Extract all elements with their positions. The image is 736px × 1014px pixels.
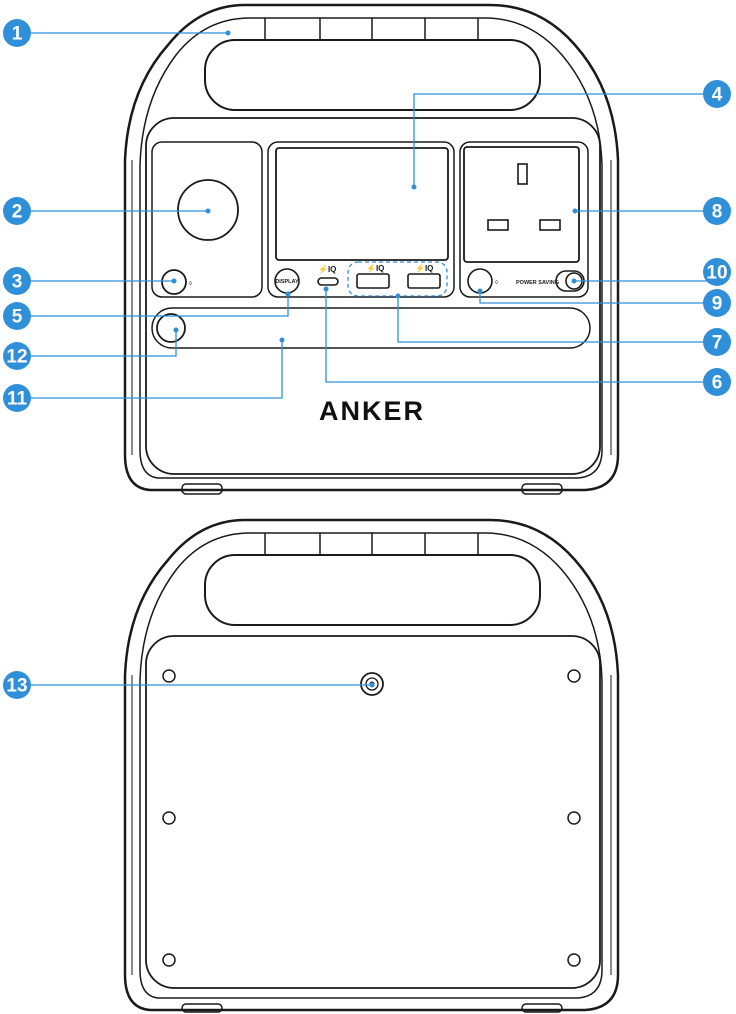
svg-text:12: 12 xyxy=(6,347,27,368)
svg-text:1: 1 xyxy=(12,24,23,45)
svg-text:6: 6 xyxy=(712,373,723,394)
front-panel xyxy=(145,117,601,475)
callout-badge-6: 6 xyxy=(703,368,731,396)
callout-badge-10: 10 xyxy=(703,258,731,286)
front-foot-left xyxy=(181,483,223,495)
usb-c-port xyxy=(317,277,339,286)
svg-text:11: 11 xyxy=(7,389,28,410)
power-saving-label: POWER SAVING xyxy=(516,280,559,286)
usb-a2-label: ⚡IQ xyxy=(415,263,433,273)
callout-badge-9: 9 xyxy=(703,289,731,317)
handle-opening xyxy=(204,39,541,111)
usb-a2-port xyxy=(407,273,441,289)
svg-text:13: 13 xyxy=(6,676,27,697)
back-body-outline xyxy=(123,518,620,1012)
back-panel xyxy=(145,635,601,989)
back-foot-right xyxy=(521,1003,563,1013)
callout-badge-4: 4 xyxy=(703,80,731,108)
display-button-label: DISPLAY xyxy=(275,279,299,285)
callout-badge-13: 13 xyxy=(3,671,31,699)
car-output-port xyxy=(177,179,239,241)
callout-badge-3: 3 xyxy=(3,267,31,295)
callout-badge-8: 8 xyxy=(703,197,731,225)
ac-icon: ♢ xyxy=(494,279,499,286)
callout-badge-2: 2 xyxy=(3,197,31,225)
svg-text:9: 9 xyxy=(712,294,723,315)
callout-badge-7: 7 xyxy=(703,328,731,356)
callout-badge-1: 1 xyxy=(3,19,31,47)
back-handle-opening xyxy=(204,554,541,626)
ac-pin-right xyxy=(539,219,561,231)
screw-mid-left xyxy=(162,811,176,825)
svg-text:8: 8 xyxy=(712,202,723,223)
screw-top-right xyxy=(567,669,581,683)
brand-logo: ANKER xyxy=(319,396,425,426)
light-button xyxy=(161,269,187,295)
callout-badges: 1 2 3 4 5 6 7 8 9 10 11 12 13 xyxy=(3,19,731,699)
callout-badge-11: 11 xyxy=(3,384,31,412)
center-module xyxy=(267,141,455,298)
usb-a1-label: ⚡IQ xyxy=(366,263,384,273)
ac-input-port xyxy=(360,672,384,696)
usb-a1-port xyxy=(356,273,390,289)
screw-bottom-left xyxy=(162,953,176,967)
front-body-inner xyxy=(139,17,603,479)
front-foot-right xyxy=(521,483,563,495)
ac-outlet xyxy=(463,146,580,263)
lower-bar xyxy=(151,307,591,349)
screw-mid-right xyxy=(567,811,581,825)
back-body-inner xyxy=(139,532,603,999)
screw-bottom-right xyxy=(567,953,581,967)
callout-badge-12: 12 xyxy=(3,342,31,370)
callout-leaders xyxy=(30,30,708,688)
usb-c-label: ⚡IQ xyxy=(318,264,336,274)
svg-text:7: 7 xyxy=(712,333,723,354)
light-icon: ♢ xyxy=(188,280,193,287)
back-view xyxy=(123,518,620,1013)
callout-badge-5: 5 xyxy=(3,302,31,330)
svg-text:2: 2 xyxy=(12,202,23,223)
left-input-module xyxy=(151,141,263,298)
main-power-button xyxy=(156,313,186,343)
ac-pin-left xyxy=(487,219,509,231)
lcd-display xyxy=(275,147,449,261)
right-ac-module xyxy=(459,141,589,298)
svg-text:3: 3 xyxy=(12,272,23,293)
front-view: ♢ DISPLAY ⚡IQ ⚡IQ ⚡IQ ♢ POWER SAVING ANK… xyxy=(123,3,620,495)
svg-text:5: 5 xyxy=(12,307,23,328)
screw-top-left xyxy=(162,669,176,683)
back-foot-left xyxy=(181,1003,223,1013)
svg-text:4: 4 xyxy=(712,85,723,106)
front-body-outline xyxy=(123,3,620,492)
svg-text:10: 10 xyxy=(706,263,727,284)
ac-input-port-inner xyxy=(365,677,379,691)
ac-pin-top xyxy=(517,163,528,185)
